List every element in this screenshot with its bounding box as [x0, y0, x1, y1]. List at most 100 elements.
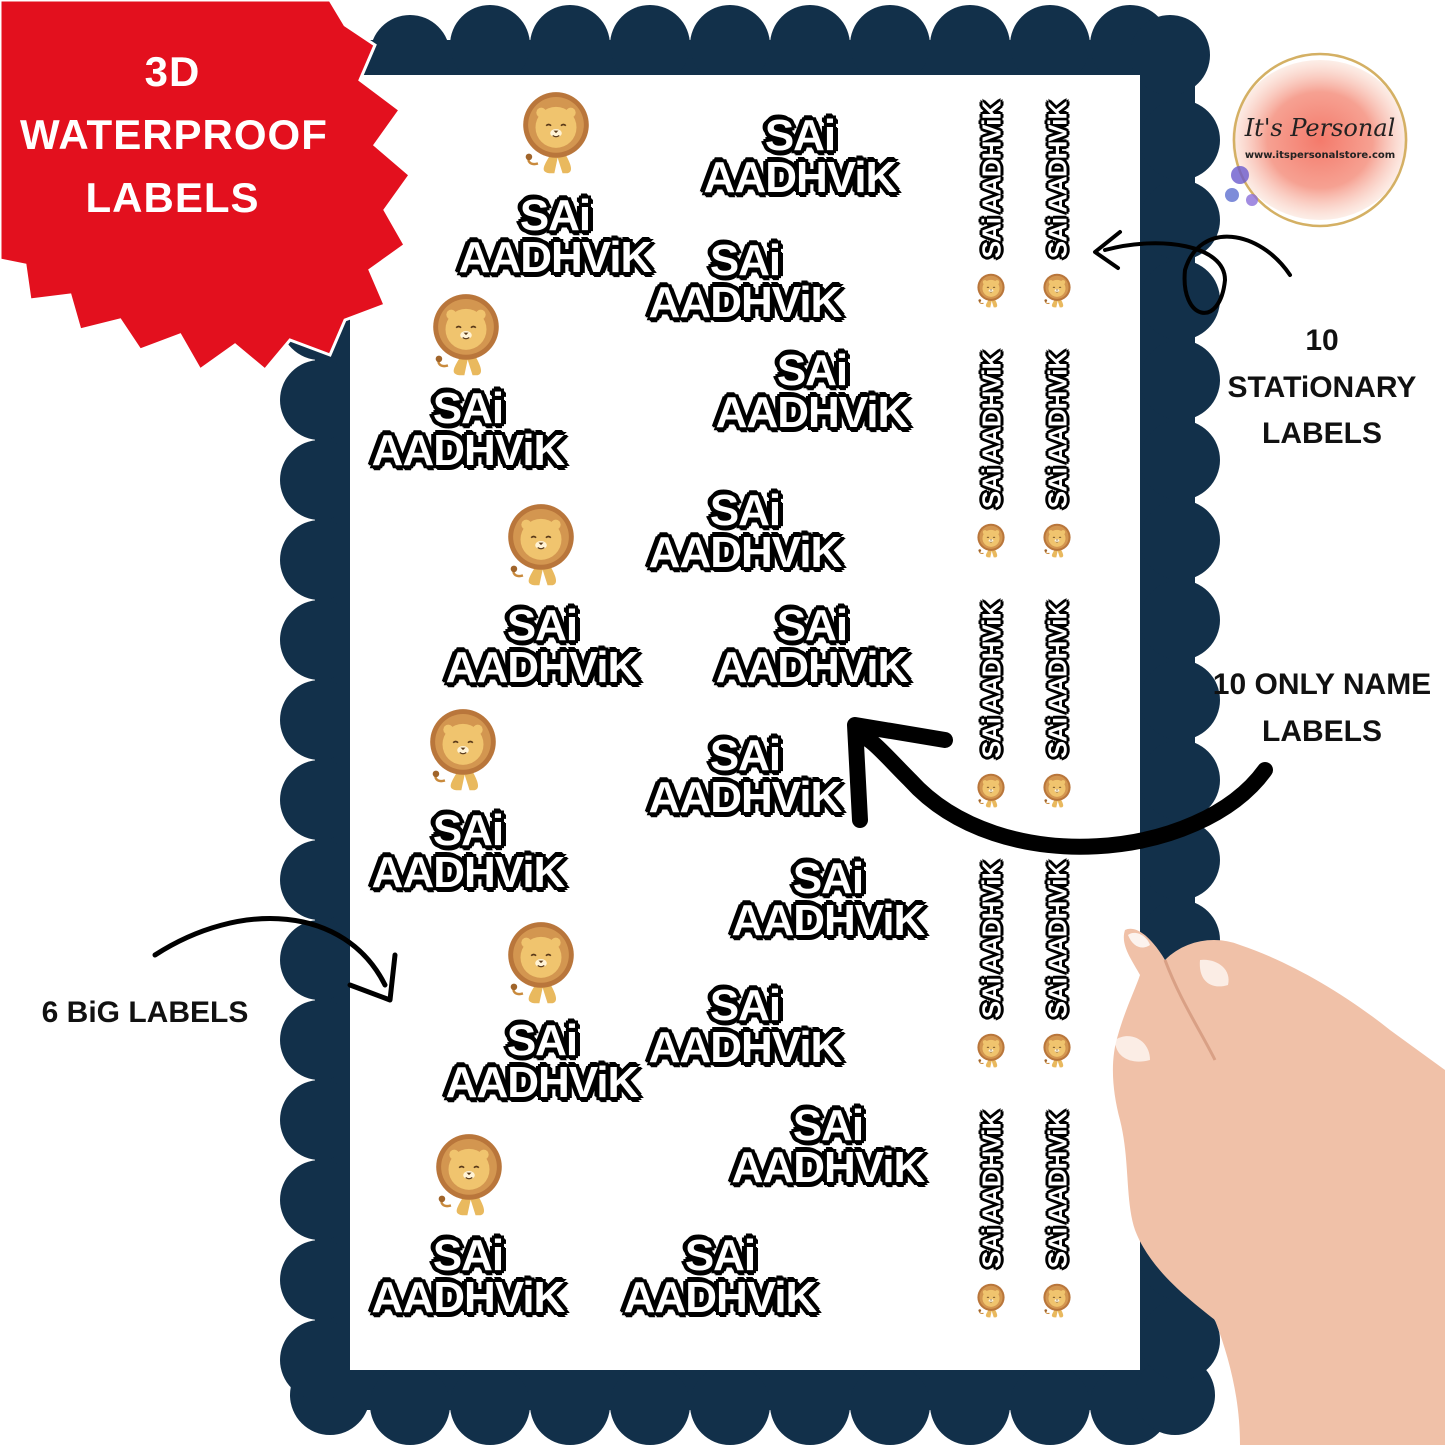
badge-text: 3D WATERPROOF LABELS: [20, 40, 328, 229]
name-label-line-2: AADHViK: [445, 642, 640, 692]
stationary-label-text: SAi AADHViK: [1042, 351, 1073, 509]
lion-icon: [1043, 773, 1071, 808]
name-label-line-2: AADHViK: [731, 1142, 926, 1192]
stationary-label-text: SAi AADHViK: [1042, 101, 1073, 259]
lion-icon: [977, 773, 1005, 808]
lion-icon: [430, 709, 496, 791]
badge-line-2: WATERPROOF: [20, 111, 328, 158]
lion-sticker: [515, 88, 597, 182]
lion-icon: [977, 1033, 1005, 1068]
annotation-stationary: 10 STATiONARY LABELS: [1212, 318, 1432, 458]
stationary-label: SAi AADHViK: [972, 860, 1012, 1068]
annotation-only-name-line-2: LABELS: [1262, 714, 1382, 748]
stationary-label-text: SAi AADHViK: [976, 1111, 1007, 1269]
name-label-line-2: AADHViK: [371, 425, 566, 475]
store-logo: It's Personal www.itspersonalstore.com: [1222, 62, 1418, 242]
stationary-label-text: SAi AADHViK: [1042, 861, 1073, 1019]
stationary-lion: [974, 522, 1008, 563]
stationary-label-text: SAi AADHViK: [976, 861, 1007, 1019]
name-label-line-2: AADHViK: [731, 895, 926, 945]
lion-icon: [1043, 1033, 1071, 1068]
name-label-line-1: SAi: [432, 384, 504, 433]
lion-icon: [977, 273, 1005, 308]
stationary-lion: [974, 772, 1008, 813]
stationary-label: SAi AADHViK: [1038, 600, 1078, 808]
name-label-line-1: SAi: [792, 1101, 864, 1150]
lion-icon: [977, 523, 1005, 558]
name-label-line-1: SAi: [519, 191, 591, 240]
stationary-label: SAi AADHViK: [972, 1110, 1012, 1318]
stationary-lion: [974, 272, 1008, 313]
arrow-big: [152, 916, 398, 1003]
name-label-line-1: SAi: [776, 346, 848, 395]
stationary-label-text: SAi AADHViK: [1042, 1111, 1073, 1269]
lion-icon: [508, 922, 574, 1004]
name-label-line-1: SAi: [709, 486, 781, 535]
lion-icon: [436, 1134, 502, 1216]
stationary-label: SAi AADHViK: [972, 100, 1012, 308]
name-label-line-2: AADHViK: [648, 527, 843, 577]
lion-icon: [1043, 273, 1071, 308]
annotation-big: 6 BiG LABELS: [41, 996, 249, 1029]
stationary-label: SAi AADHViK: [1038, 350, 1078, 558]
hand-graphic: [1112, 928, 1445, 1445]
stationary-label-text: SAi AADHViK: [976, 101, 1007, 259]
name-label-line-2: AADHViK: [458, 232, 653, 282]
lion-icon: [433, 294, 499, 376]
name-label-line-1: SAi: [432, 806, 504, 855]
stationary-lion: [1040, 522, 1074, 563]
lion-sticker: [428, 1130, 510, 1224]
arrow-only-name: [847, 717, 1273, 855]
stationary-lion: [974, 1282, 1008, 1323]
stationary-lion: [1040, 772, 1074, 813]
name-label-line-1: SAi: [506, 1016, 578, 1065]
name-label-line-1: SAi: [792, 854, 864, 903]
lion-sticker: [500, 500, 582, 594]
lion-sticker: [425, 290, 507, 384]
lion-icon: [1043, 1283, 1071, 1318]
name-label-line-1: SAi: [432, 1231, 504, 1280]
annotation-only-name-line-1: 10 ONLY NAME: [1212, 668, 1432, 701]
badge-line-3: LABELS: [85, 174, 260, 221]
name-label-line-2: AADHViK: [623, 1272, 818, 1322]
name-label-line-2: AADHViK: [371, 847, 566, 897]
lion-icon: [977, 1283, 1005, 1318]
stationary-label-text: SAi AADHViK: [1042, 601, 1073, 759]
name-label-line-1: SAi: [684, 1231, 756, 1280]
name-label-line-1: SAi: [776, 601, 848, 650]
badge-line-1: 3D: [144, 48, 201, 95]
stationary-lion: [974, 1032, 1008, 1073]
stationary-label: SAi AADHViK: [972, 600, 1012, 808]
logo-url: www.itspersonalstore.com: [1244, 150, 1396, 161]
name-label-line-2: AADHViK: [715, 387, 910, 437]
arrow-stationary: [1093, 230, 1292, 315]
name-label-line-2: AADHViK: [648, 1022, 843, 1072]
annotation-stationary-line-2: LABELS: [1262, 417, 1382, 450]
lion-icon: [1043, 523, 1071, 558]
badge-starburst: [0, 0, 413, 373]
name-label-line-1: SAi: [709, 981, 781, 1030]
lion-icon: [508, 504, 574, 586]
name-label-line-2: AADHViK: [715, 642, 910, 692]
name-label-line-1: SAi: [709, 731, 781, 780]
name-label-line-2: AADHViK: [648, 772, 843, 822]
name-label-line-1: SAi: [764, 111, 836, 160]
stationary-label: SAi AADHViK: [1038, 860, 1078, 1068]
stationary-label: SAi AADHViK: [1038, 1110, 1078, 1318]
name-label-line-1: SAi: [709, 236, 781, 285]
